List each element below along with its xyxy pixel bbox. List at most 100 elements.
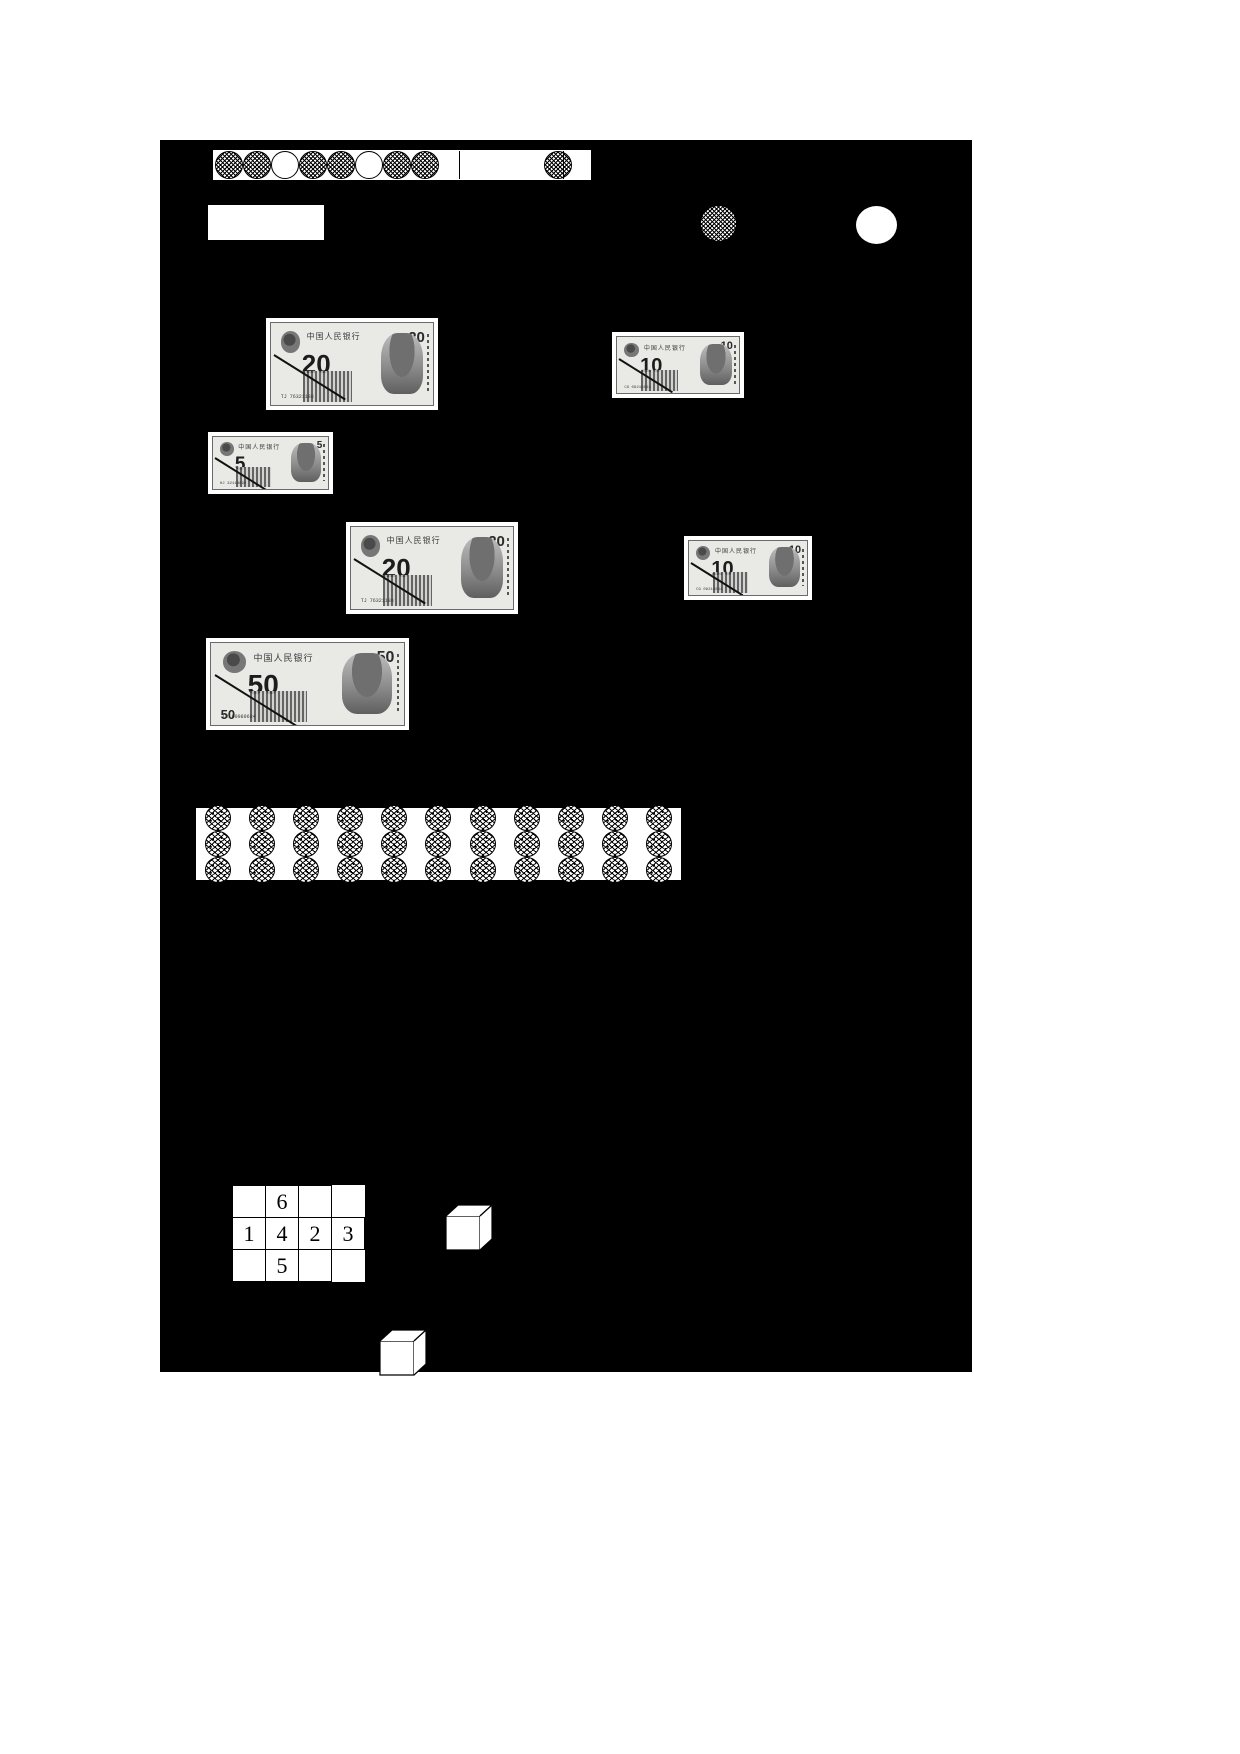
coin bbox=[249, 857, 276, 883]
cube-front-face bbox=[445, 1215, 481, 1251]
coin bbox=[381, 805, 408, 831]
cube-drawing-top bbox=[445, 1203, 494, 1251]
note-emblem-icon bbox=[624, 342, 639, 358]
note-portrait bbox=[461, 536, 504, 598]
banknote-10-b: 中国人民银行 10 10 CG 09218844 bbox=[684, 536, 812, 600]
note-serial: CG 09218844 bbox=[624, 385, 651, 390]
coin bbox=[645, 805, 672, 831]
token-strip-divider bbox=[563, 151, 564, 179]
coin bbox=[337, 805, 364, 831]
coin bbox=[293, 857, 320, 883]
note-portrait bbox=[699, 343, 732, 386]
token-strip-divider bbox=[459, 151, 460, 179]
token-strip bbox=[213, 150, 591, 180]
token-circle bbox=[299, 151, 327, 179]
net-cell-empty bbox=[298, 1185, 332, 1218]
filled-circle-sample bbox=[700, 205, 737, 242]
coin bbox=[425, 857, 452, 883]
coin bbox=[381, 857, 408, 883]
note-security-thread bbox=[733, 344, 736, 385]
coin-grid bbox=[196, 805, 681, 883]
note-emblem-icon bbox=[219, 442, 234, 456]
net-cell-1: 1 bbox=[232, 1217, 266, 1250]
note-security-thread bbox=[802, 548, 805, 587]
note-security-thread bbox=[426, 334, 429, 392]
note-bank-text: 中国人民银行 bbox=[238, 444, 281, 452]
coin bbox=[381, 831, 408, 857]
coin bbox=[469, 831, 496, 857]
coin bbox=[249, 805, 276, 831]
coin bbox=[601, 805, 628, 831]
note-security-thread bbox=[397, 654, 400, 712]
note-emblem-icon bbox=[280, 331, 301, 353]
banknote-5: 中国人民银行 5 5 HJ 32118890 bbox=[208, 432, 333, 494]
cube-front-face bbox=[379, 1340, 415, 1376]
token-circle bbox=[327, 151, 355, 179]
coin bbox=[469, 857, 496, 883]
banknote-20-b: 中国人民银行 20 20 TJ 76321188 bbox=[346, 522, 518, 614]
net-cell-empty bbox=[332, 1250, 365, 1282]
coin bbox=[601, 831, 628, 857]
coin bbox=[513, 831, 540, 857]
net-cell-empty bbox=[232, 1185, 266, 1218]
note-portrait bbox=[291, 443, 322, 482]
note-emblem-icon bbox=[696, 546, 711, 561]
token-circle bbox=[355, 151, 383, 179]
coin bbox=[425, 805, 452, 831]
net-cell-2: 2 bbox=[298, 1217, 332, 1250]
note-bank-text: 中国人民银行 bbox=[386, 536, 441, 546]
coin bbox=[557, 857, 584, 883]
note-serial: CG 09218844 bbox=[696, 587, 723, 592]
note-serial: TJ 76321188 bbox=[360, 598, 394, 605]
note-vignette bbox=[641, 369, 678, 391]
coin bbox=[645, 857, 672, 883]
token-circle bbox=[243, 151, 271, 179]
note-vignette bbox=[712, 572, 748, 593]
coin bbox=[557, 805, 584, 831]
net-cell-4: 4 bbox=[265, 1217, 299, 1250]
banknote-50: 中国人民银行 50 50 LX 00989684 50 bbox=[206, 638, 409, 730]
empty-circle-sample bbox=[855, 205, 898, 245]
coin bbox=[557, 831, 584, 857]
answer-box-1[interactable] bbox=[208, 205, 324, 240]
note-bank-text: 中国人民银行 bbox=[643, 344, 686, 352]
banknote-10-a: 中国人民银行 10 10 CG 09218844 bbox=[612, 332, 744, 398]
note-serial: HJ 32118890 bbox=[219, 481, 247, 486]
note-denomination: 5 bbox=[234, 453, 246, 475]
coin bbox=[601, 857, 628, 883]
token-circle bbox=[411, 151, 439, 179]
net-cell-6: 6 bbox=[265, 1185, 299, 1218]
coin bbox=[337, 857, 364, 883]
note-portrait bbox=[769, 547, 800, 588]
table-row: 5 bbox=[232, 1249, 365, 1282]
note-bank-text: 中国人民银行 bbox=[306, 332, 361, 342]
note-emblem-icon bbox=[360, 535, 381, 557]
coin bbox=[293, 805, 320, 831]
coin bbox=[249, 831, 276, 857]
note-security-thread bbox=[506, 538, 509, 596]
note-serial: TJ 76321188 bbox=[280, 394, 314, 401]
cube-right-face bbox=[413, 1328, 427, 1376]
net-cell-5: 5 bbox=[265, 1249, 299, 1282]
net-cell-empty bbox=[332, 1186, 365, 1218]
note-portrait bbox=[342, 652, 393, 714]
token-strip-answer-gap[interactable] bbox=[439, 151, 544, 179]
coin bbox=[513, 805, 540, 831]
coin bbox=[645, 831, 672, 857]
coin bbox=[293, 831, 320, 857]
cube-drawing-bottom bbox=[379, 1328, 428, 1376]
note-serial: LX 00989684 bbox=[222, 714, 256, 721]
note-portrait bbox=[381, 332, 424, 394]
note-denomination-bottom-left: 50 bbox=[220, 706, 236, 722]
table-row: 6 bbox=[232, 1185, 365, 1218]
net-cell-3: 3 bbox=[331, 1217, 365, 1250]
note-bank-text: 中国人民银行 bbox=[253, 654, 314, 665]
coin bbox=[205, 831, 232, 857]
note-vignette bbox=[249, 690, 308, 722]
net-cell-empty bbox=[298, 1249, 332, 1282]
token-circle bbox=[544, 151, 572, 179]
token-circle bbox=[383, 151, 411, 179]
